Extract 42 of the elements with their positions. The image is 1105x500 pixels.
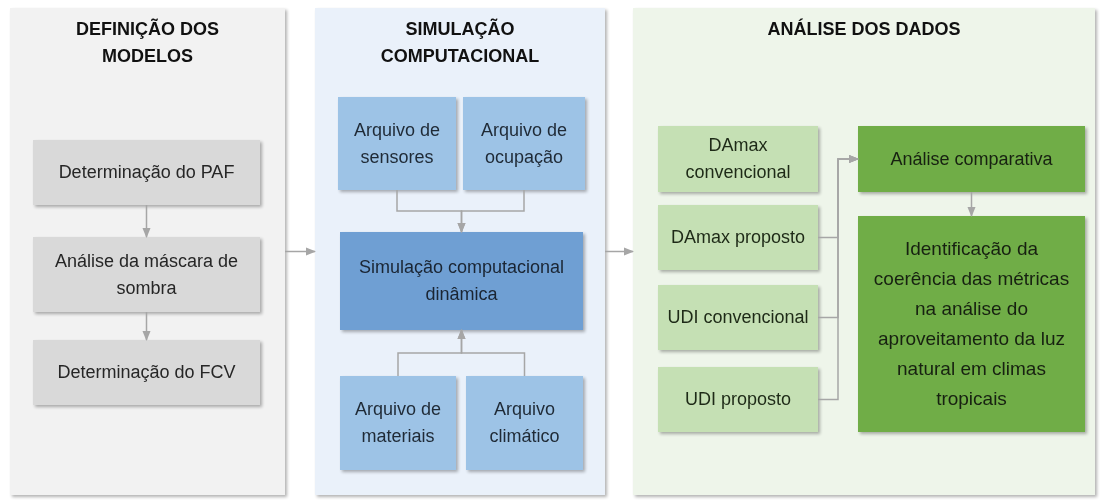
stage-panel bbox=[633, 8, 1095, 495]
box-label: Análise da máscara de sombra bbox=[53, 249, 240, 300]
box-label: UDI convencional bbox=[667, 306, 809, 329]
connector-arrow bbox=[457, 328, 526, 377]
input-file-box bbox=[338, 97, 456, 190]
panel-heading: DEFINIÇÃO DOS MODELOS bbox=[75, 17, 220, 68]
process-box bbox=[33, 340, 260, 405]
box-label: Arquivo de sensores bbox=[352, 118, 442, 169]
connector-arrow bbox=[817, 154, 860, 401]
box-label: Determinação do FCV bbox=[57, 361, 236, 384]
connector-arrow bbox=[967, 191, 976, 218]
box-label: UDI proposto bbox=[684, 388, 792, 411]
input-file-box bbox=[466, 376, 583, 470]
box-label: Simulação computacional dinâmica bbox=[357, 256, 566, 306]
metric-box bbox=[658, 285, 818, 350]
panel-heading: SIMULAÇÃO COMPUTACIONAL bbox=[379, 17, 541, 68]
box-label: Identificação da coerência das métricas na análise do aproveitamento da luz natural em climas tropicais bbox=[872, 237, 1071, 411]
process-box bbox=[33, 140, 260, 205]
stage-panel bbox=[10, 8, 285, 495]
box-label: Arquivo climático bbox=[488, 398, 561, 448]
stage-panel bbox=[315, 8, 605, 495]
connector-arrow bbox=[142, 311, 151, 342]
connector-arrow bbox=[284, 247, 317, 256]
metric-box bbox=[658, 205, 818, 270]
box-label: Determinação do PAF bbox=[58, 161, 235, 184]
metric-box bbox=[658, 367, 818, 432]
process-box bbox=[858, 126, 1085, 192]
input-file-box bbox=[463, 97, 585, 190]
input-file-box bbox=[340, 376, 456, 470]
connector-arrow bbox=[142, 204, 151, 239]
process-box bbox=[340, 232, 583, 330]
box-label: DAmax proposto bbox=[670, 226, 806, 249]
connector-arrow bbox=[604, 247, 635, 256]
connector-arrow bbox=[457, 189, 525, 234]
box-label: DAmax convencional bbox=[684, 134, 792, 184]
metric-box bbox=[658, 126, 818, 192]
result-box bbox=[858, 216, 1085, 432]
box-label: Arquivo de ocupação bbox=[479, 118, 569, 169]
panel-heading: ANÁLISE DOS DADOS bbox=[766, 17, 962, 41]
box-label: Arquivo de materiais bbox=[353, 398, 443, 448]
box-label: Análise comparativa bbox=[890, 147, 1053, 171]
process-box bbox=[33, 237, 260, 312]
